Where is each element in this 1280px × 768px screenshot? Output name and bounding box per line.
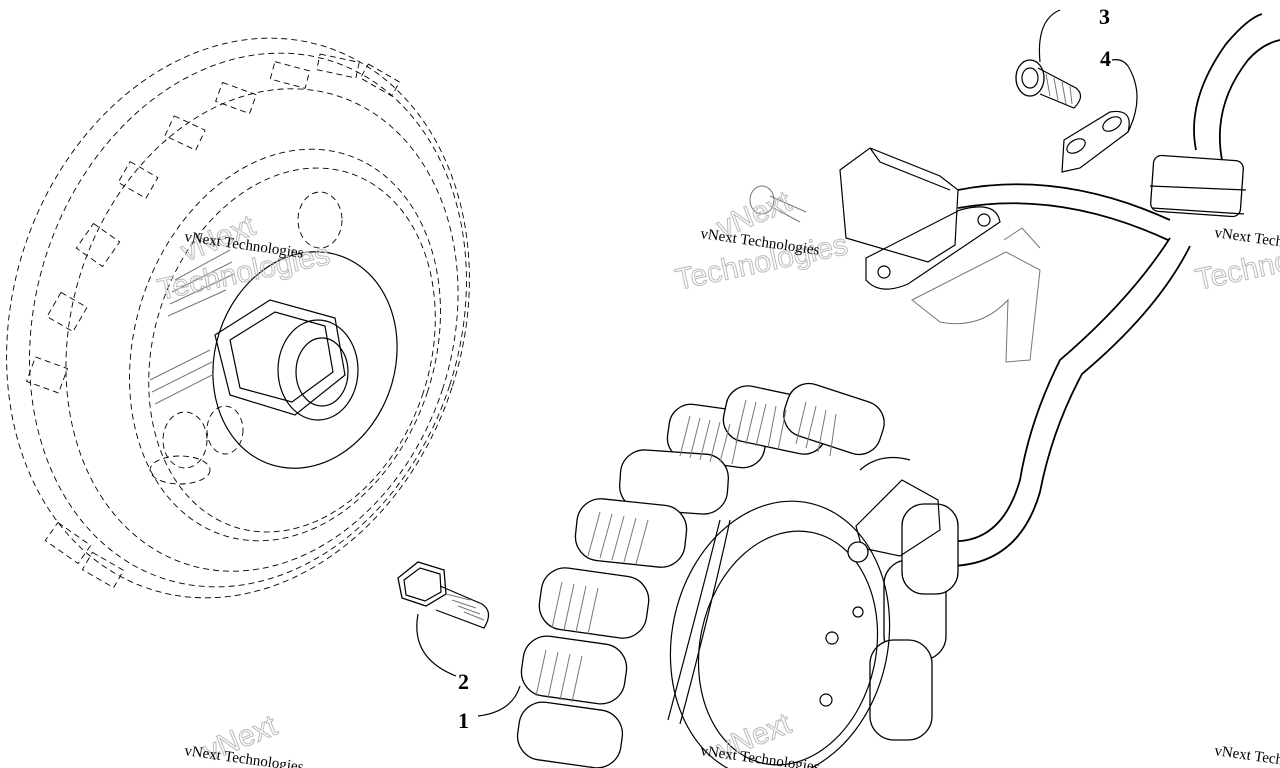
callout-1: 1 — [458, 708, 469, 733]
flywheel-nut — [214, 299, 359, 421]
flywheel — [6, 37, 470, 599]
connector-block — [749, 147, 1041, 363]
bolt-part-2 — [397, 561, 490, 677]
stator-part-1 — [477, 382, 959, 768]
callout-2: 2 — [458, 669, 469, 694]
watermark-text-6: vNext Technologies — [1213, 743, 1280, 768]
flywheel-hatch — [149, 249, 235, 405]
clamp-plate-part-4 — [1061, 59, 1138, 173]
callout-3: 3 — [1099, 4, 1110, 29]
flywheel-magnets — [26, 53, 401, 589]
callout-4: 4 — [1100, 46, 1111, 71]
stator-windings — [535, 399, 837, 703]
wire-harness — [939, 13, 1280, 567]
bolt-part-3 — [1015, 9, 1082, 109]
